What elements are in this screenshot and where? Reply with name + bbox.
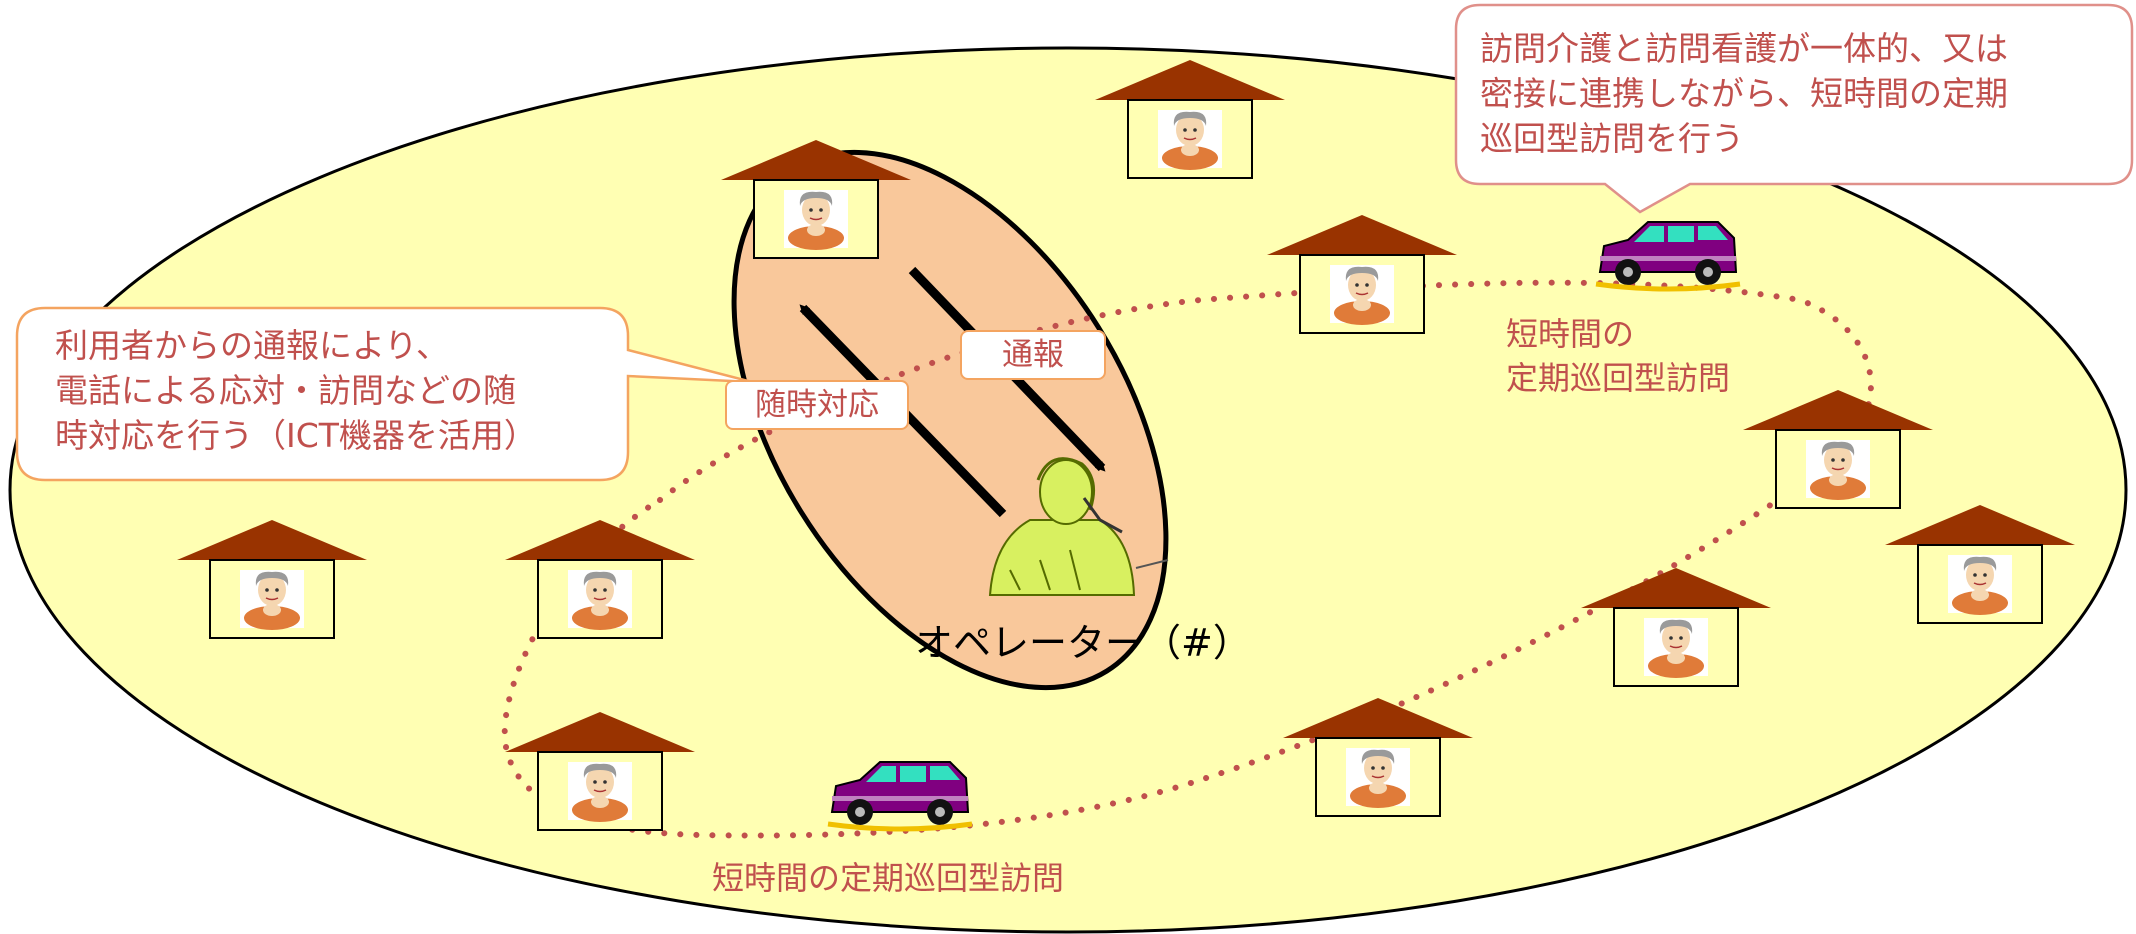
left-callout: 利用者からの通報により、 電話による応対・訪問などの随 時対応を行う（ICT機器… <box>55 323 537 458</box>
left-callout-line: 利用者からの通報により、 <box>55 326 450 365</box>
top-right-callout-bubble <box>1454 3 2134 214</box>
left-callout-line: 時対応を行う（ICT機器を活用） <box>55 416 537 455</box>
route-label-bottom: 短時間の定期巡回型訪問 <box>712 859 1065 897</box>
route-label-right-line: 短時間の <box>1506 315 1635 353</box>
response-tag: 随時対応 <box>725 380 909 430</box>
patrol-route <box>501 279 1874 839</box>
top-right-callout: 訪問介護と訪問看護が一体的、又は 密接に連携しながら、短時間の定期 巡回型訪問を… <box>1480 26 2008 161</box>
left-callout-line: 電話による応対・訪問などの随 <box>55 371 517 410</box>
left-callout-bubble <box>15 306 753 482</box>
top-right-callout-line: 巡回型訪問を行う <box>1480 119 1744 158</box>
operator-icon <box>988 457 1169 596</box>
report-tag: 通報 <box>960 330 1106 380</box>
top-right-callout-line: 密接に連携しながら、短時間の定期 <box>1480 74 2008 113</box>
top-right-callout-line: 訪問介護と訪問看護が一体的、又は <box>1480 29 2008 68</box>
operator-label: オペレーター（#） <box>915 621 1251 665</box>
route-label-right-line: 定期巡回型訪問 <box>1506 359 1731 397</box>
route-label-right: 短時間の 定期巡回型訪問 <box>1506 312 1730 400</box>
